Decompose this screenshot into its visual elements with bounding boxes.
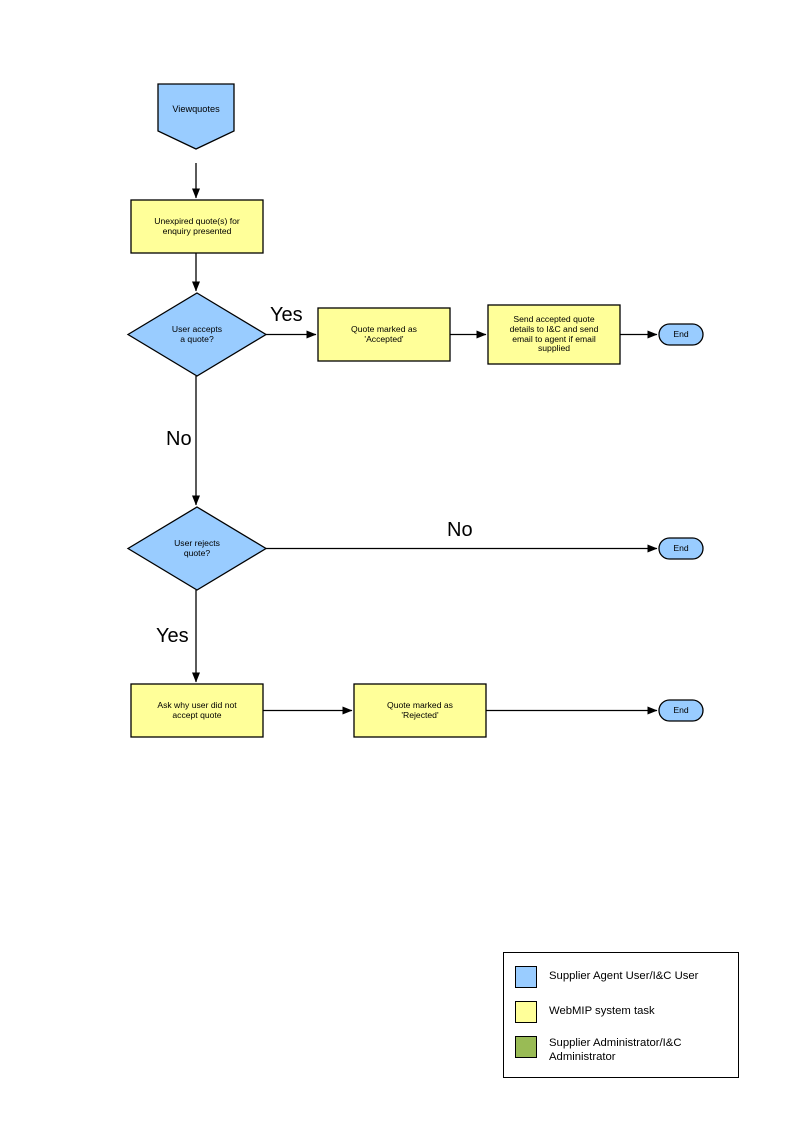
node-end-rejected[interactable] bbox=[658, 699, 704, 722]
legend-item-supplier-agent-user: Supplier Agent User/I&C User bbox=[515, 966, 698, 988]
legend-swatch-blue bbox=[515, 966, 537, 988]
legend-item-supplier-administrator: Supplier Administrator/I&C Administrator bbox=[515, 1036, 729, 1064]
node-task-ask-why-user-did-not-accept[interactable] bbox=[130, 683, 264, 738]
node-start-viewquotes[interactable] bbox=[157, 83, 235, 150]
node-end-not-rejected[interactable] bbox=[658, 537, 704, 560]
node-end-accepted[interactable] bbox=[658, 323, 704, 346]
legend-swatch-green bbox=[515, 1036, 537, 1058]
legend-label-supplier-administrator: Supplier Administrator/I&C Administrator bbox=[549, 1037, 682, 1064]
node-decision-user-rejects-quote[interactable] bbox=[126, 506, 268, 591]
node-decision-user-accepts-quote[interactable] bbox=[126, 292, 268, 377]
node-task-unexpired-quotes[interactable] bbox=[130, 199, 264, 254]
legend-swatch-yellow bbox=[515, 1001, 537, 1023]
legend-panel: Supplier Agent User/I&C User WebMIP syst… bbox=[503, 952, 739, 1078]
node-task-quote-marked-accepted[interactable] bbox=[317, 307, 451, 362]
node-task-send-accepted-quote-details[interactable] bbox=[487, 304, 621, 365]
legend-label-supplier-agent-user: Supplier Agent User/I&C User bbox=[549, 970, 699, 982]
legend-label-webmip-system-task: WebMIP system task bbox=[549, 1005, 655, 1017]
legend-item-webmip-system-task: WebMIP system task bbox=[515, 1001, 655, 1023]
node-task-quote-marked-rejected[interactable] bbox=[353, 683, 487, 738]
